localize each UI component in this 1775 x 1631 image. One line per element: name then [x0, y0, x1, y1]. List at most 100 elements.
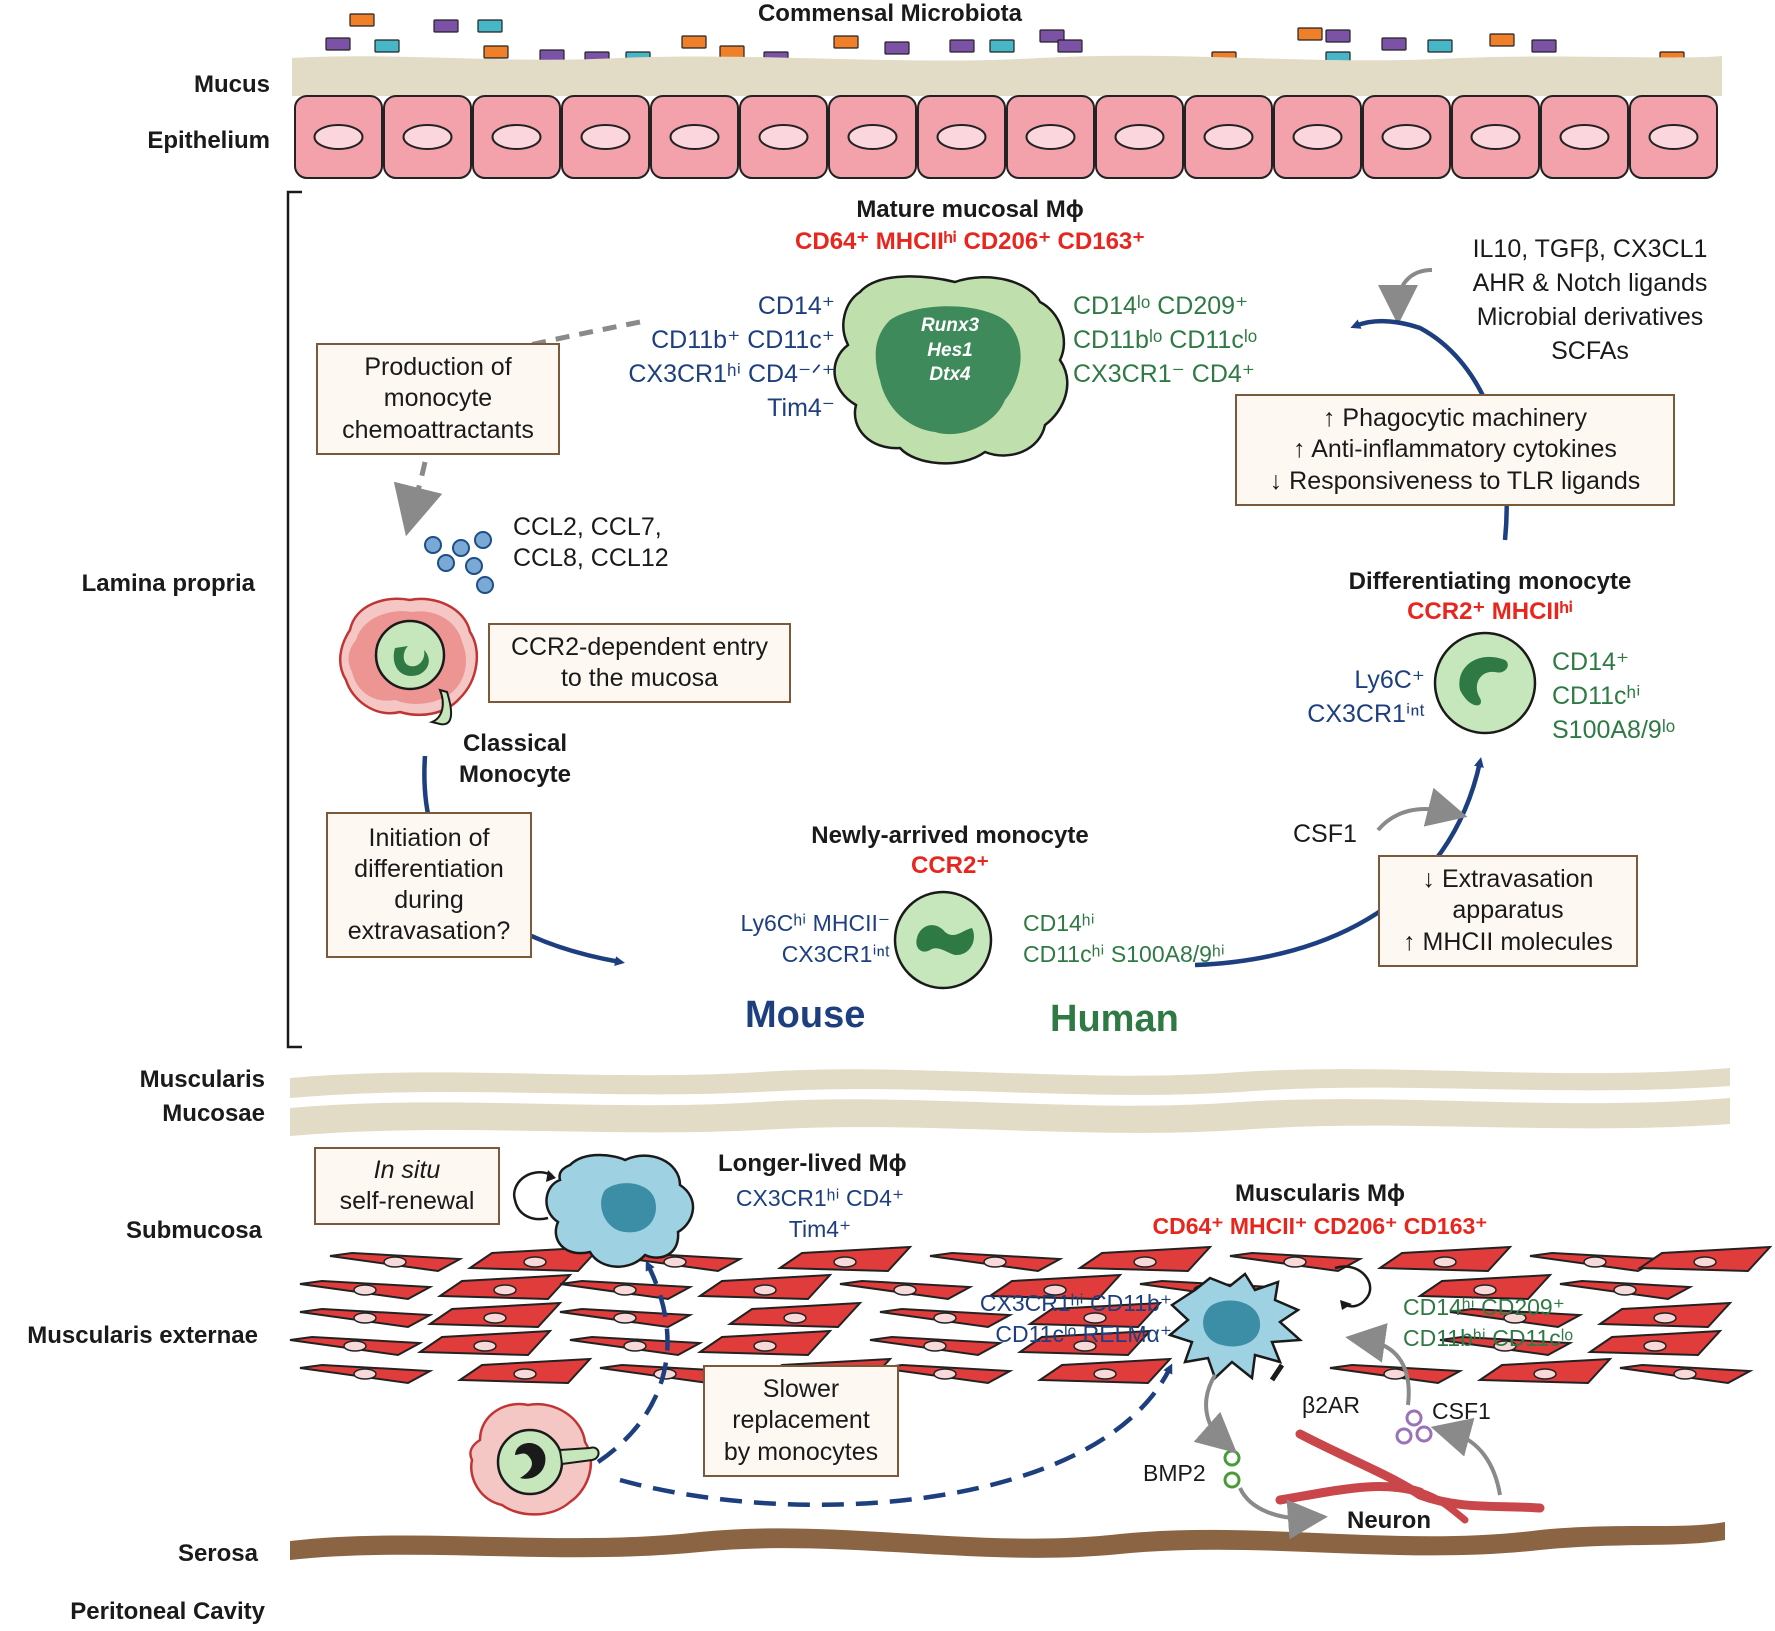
classical-monocyte-cell [338, 597, 478, 726]
arrow-signals-to-mature [1378, 268, 1433, 325]
b2ar-label: β2AR [1302, 1392, 1360, 1418]
smooth-muscle-nucleus [1073, 1340, 1097, 1352]
bacterium [1057, 39, 1083, 53]
epithelium-layer [294, 95, 1718, 179]
chemokine-dots [424, 531, 494, 594]
epithelial-nucleus [402, 124, 453, 150]
smooth-muscle-nucleus [1503, 1312, 1527, 1324]
bacterium [325, 37, 351, 51]
csf1-muscularis-label: CSF1 [1432, 1398, 1491, 1424]
arrow-csf1-to-macrophage [1345, 1323, 1411, 1406]
arrow-production-to-chemokines [393, 461, 443, 537]
serosa-layer [290, 1522, 1725, 1560]
bacterium [1531, 39, 1557, 53]
newly-arrived-monocyte-markers: CCR2⁺ [910, 852, 989, 879]
muscularis-macrophage-markers: CD64⁺ MHCII⁺ CD206⁺ CD163⁺ [1152, 1213, 1488, 1239]
epithelial-nucleus [758, 124, 809, 150]
differentiating-monocyte-markers: CCR2⁺ MHCIIʰⁱ [1407, 598, 1573, 625]
epithelial-nucleus [1292, 124, 1343, 150]
mature-macrophage-markers: CD64⁺ MHCIIʰⁱ CD206⁺ CD163⁺ [795, 228, 1145, 255]
bmp2-label: BMP2 [1143, 1460, 1206, 1486]
smooth-muscle-nucleus [1093, 1368, 1117, 1380]
smooth-muscle-nucleus [613, 1312, 637, 1324]
bacterium [949, 39, 975, 53]
smooth-muscle-nucleus [933, 1368, 957, 1380]
epithelium-label: Epithelium [147, 127, 270, 154]
longer-lived-markers: CX3CR1ʰⁱ CD4⁺Tim4⁺ [735, 1185, 905, 1243]
smooth-muscle-nucleus [1283, 1256, 1307, 1268]
newly-mouse-markers: Ly6Cʰⁱ MHCII⁻CX3CR1ⁱⁿᵗ [740, 910, 890, 968]
smooth-muscle-nucleus [1433, 1256, 1457, 1268]
smooth-muscle-nucleus [483, 1312, 507, 1324]
commensal-bacteria [325, 13, 1685, 65]
smooth-muscle-nucleus [1493, 1340, 1517, 1352]
mature-macrophage-cell [833, 275, 1069, 465]
epithelial-nucleus [313, 124, 364, 150]
differentiating-mouse-markers: Ly6C⁺CX3CR1ⁱⁿᵗ [1307, 666, 1425, 728]
smooth-muscle-nucleus [353, 1312, 377, 1324]
epithelial-nucleus [1559, 124, 1610, 150]
smooth-muscle-nucleus [753, 1340, 777, 1352]
neuron-label: Neuron [1347, 1507, 1431, 1534]
submucosa-label: Submucosa [125, 1217, 262, 1244]
smooth-muscle-nucleus [893, 1284, 917, 1296]
arrow-monocyte-to-muscularis [619, 1363, 1173, 1508]
smooth-muscle-nucleus [1043, 1284, 1067, 1296]
arrow-mature-to-production [529, 319, 641, 348]
arrow-monocyte-to-longer-lived [596, 1260, 670, 1464]
newly-arrived-monocyte-cell [893, 890, 993, 990]
smooth-muscle-nucleus [1473, 1284, 1497, 1296]
longer-lived-macrophage-cell [512, 1153, 695, 1268]
newly-arrived-monocyte-title: Newly-arrived monocyte [811, 822, 1089, 849]
smooth-muscle-nucleus [923, 1340, 947, 1352]
arrow-neuron-to-csf1 [1430, 1417, 1502, 1496]
bacterium [1489, 33, 1515, 47]
bacterium [477, 19, 503, 33]
arrow-macrophage-to-bmp2 [1193, 1373, 1237, 1454]
bacterium [1325, 29, 1351, 43]
muscularis-monocyte-cell [469, 1402, 600, 1516]
chemokines-label: CCL2, CCL7,CCL8, CCL12 [513, 513, 669, 573]
smooth-muscle-nucleus [343, 1340, 367, 1352]
bacterium [1297, 27, 1323, 41]
epithelial-nucleus [936, 124, 987, 150]
epithelial-nucleus [1470, 124, 1521, 150]
differentiating-monocyte-cell [1433, 631, 1537, 735]
smooth-muscle-nucleus [1673, 1368, 1697, 1380]
smooth-muscle-nucleus [623, 1340, 647, 1352]
muscularis-human-markers: CD14ʰⁱ CD209⁺CD11bʰⁱ CD11cˡᵒ [1403, 1294, 1574, 1352]
muscularis-mouse-markers: CX3CR1ʰⁱ CD11b⁺CD11cˡᵒ RELMα⁺ [979, 1290, 1172, 1348]
csf1-lamina-label: CSF1 [1293, 820, 1357, 848]
smooth-muscle-nucleus [933, 1312, 957, 1324]
bacterium [884, 41, 910, 55]
arrow-bmp2-to-neuron [1238, 1487, 1328, 1540]
muscularis-mucosae-label-2: Mucosae [162, 1100, 265, 1127]
commensal-label: Commensal Microbiota [757, 0, 1023, 27]
bacterium [483, 45, 509, 59]
smooth-muscle-nucleus [383, 1256, 407, 1268]
smooth-muscle-nucleus [783, 1312, 807, 1324]
bacterium [989, 39, 1015, 53]
epithelial-nucleus [1381, 124, 1432, 150]
smooth-muscle-nucleus [1383, 1368, 1407, 1380]
smooth-muscle-nucleus [1533, 1368, 1557, 1380]
epithelial-nucleus [1203, 124, 1254, 150]
epithelial-nucleus [1114, 124, 1165, 150]
smooth-muscle-nucleus [1613, 1284, 1637, 1296]
smooth-muscle-nucleus [753, 1284, 777, 1296]
muscularis-externae-label: Muscularis externae [27, 1322, 258, 1349]
smooth-muscle-nucleus [493, 1284, 517, 1296]
smooth-muscle-nucleus [1653, 1312, 1677, 1324]
smooth-muscle-nucleus [1693, 1256, 1717, 1268]
longer-lived-macrophage-title: Longer-lived Mϕ [718, 1150, 907, 1177]
bacterium [1039, 29, 1065, 43]
